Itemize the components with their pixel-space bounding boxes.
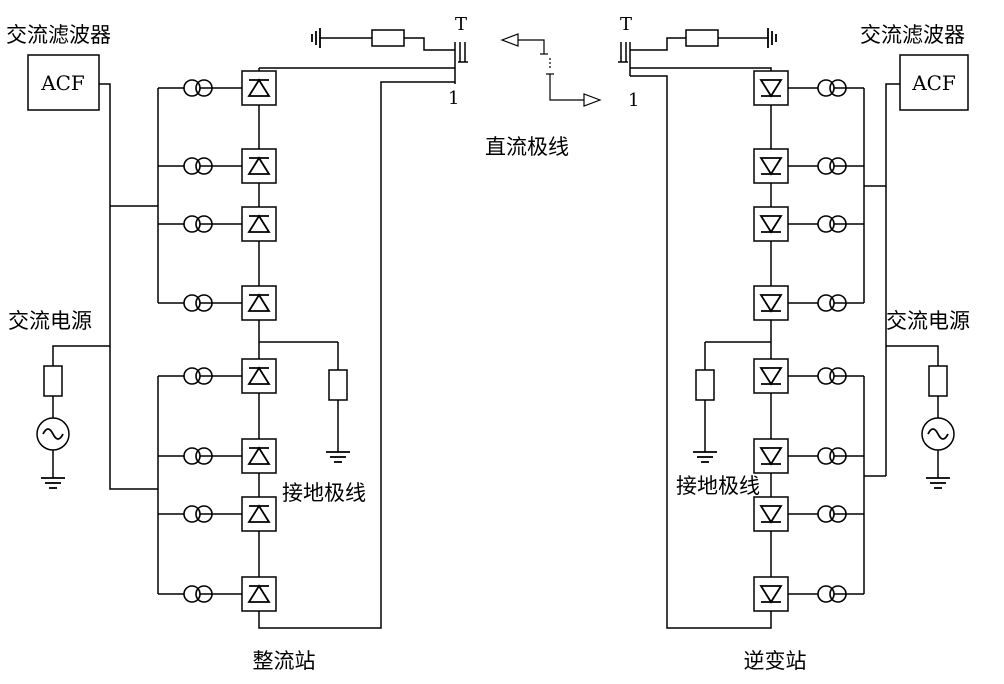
thyristor-valve-icon	[241, 285, 277, 321]
thyristor-valve-icon	[241, 358, 277, 394]
thyristor-valve-icon	[753, 496, 789, 532]
inverter-station-label: 逆变站	[744, 649, 807, 673]
inverter-transformers	[817, 79, 847, 603]
rectifier-ac-source-label: 交流电源	[8, 309, 92, 333]
inverter-source-ground-icon	[925, 477, 951, 489]
rectifier-transformers	[183, 79, 213, 603]
thyristor-valve-icon	[753, 358, 789, 394]
rectifier-terminal-resistor	[371, 29, 405, 47]
inverter-source-wire	[886, 345, 939, 366]
dc-line-symbol	[500, 33, 602, 107]
inverter-terminal-1: 1	[628, 90, 639, 111]
thyristor-valve-icon	[241, 438, 277, 474]
rectifier-station-label: 整流站	[253, 649, 316, 673]
thyristor-valve-icon	[753, 438, 789, 474]
inverter-acf-box	[899, 54, 969, 111]
rectifier-station	[27, 27, 468, 629]
rectifier-acf-wire	[99, 83, 158, 490]
thyristor-valve-icon	[753, 148, 789, 184]
inverter-source-resistor	[928, 365, 948, 397]
rectifier-terminal-t: T	[455, 14, 467, 35]
thyristor-valve-icon	[241, 496, 277, 532]
inverter-terminal-resistor	[685, 29, 719, 47]
rectifier-neutral-resistor	[328, 369, 348, 401]
rectifier-terminal-ground-icon	[311, 27, 321, 49]
inverter-station	[618, 27, 969, 629]
inverter-terminal-ground-icon	[767, 27, 777, 49]
inverter-acf-label: ACF	[911, 71, 956, 95]
rectifier-source-ground-icon	[40, 477, 66, 489]
rectifier-filter-label: 交流滤波器	[6, 23, 111, 47]
rectifier-neutral-ground-icon	[325, 451, 351, 463]
rectifier-acf-label: ACF	[40, 71, 85, 95]
inverter-filter-label: 交流滤波器	[860, 23, 965, 47]
thyristor-valve-icon	[753, 206, 789, 242]
inverter-neutral-ground-icon	[692, 451, 718, 463]
inverter-terminal-t: T	[620, 14, 632, 35]
rectifier-source-resistor	[43, 365, 63, 397]
inverter-neutral-resistor	[695, 369, 715, 401]
thyristor-valve-icon	[753, 576, 789, 612]
rectifier-acf-box	[27, 54, 100, 111]
thyristor-valve-icon	[241, 576, 277, 612]
thyristor-valve-icon	[241, 70, 277, 106]
thyristor-valve-icon	[241, 148, 277, 184]
inverter-ac-source-label: 交流电源	[886, 309, 970, 333]
dc-line-label: 直流极线	[485, 135, 569, 159]
rectifier-terminal-1: 1	[448, 88, 459, 109]
thyristor-valve-icon	[753, 285, 789, 321]
rectifier-source-wire	[52, 345, 110, 366]
inverter-ground-line-label: 接地极线	[676, 474, 760, 498]
thyristor-valve-icon	[241, 206, 277, 242]
rectifier-ground-line-label: 接地极线	[282, 481, 366, 505]
thyristor-valve-icon	[753, 70, 789, 106]
